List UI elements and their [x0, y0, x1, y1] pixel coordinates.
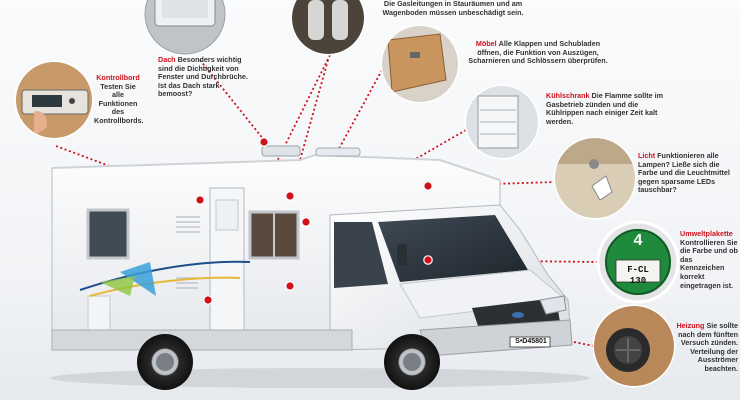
marker-dots: [195, 137, 433, 305]
umweltplakette-photo: [596, 220, 680, 304]
marker-umwelt: [423, 255, 433, 265]
callout-kuehlschrank-keyword: Kühlschrank: [546, 91, 590, 100]
callout-licht-keyword: Licht: [638, 151, 656, 160]
callout-licht-text: Funktionieren alle Lampen? Ließe sich di…: [638, 151, 730, 195]
marker-licht: [423, 181, 433, 191]
callout-umweltplakette-keyword: Umweltplakette: [680, 229, 733, 238]
callout-kontrollbord-text: Testen Sie alle Funktionen des Kontrollb…: [94, 81, 144, 125]
marker-heizung: [285, 281, 295, 291]
sticker-plate: F-CL 130: [627, 265, 649, 286]
marker-gas: [203, 295, 213, 305]
heizung-photo: [592, 304, 676, 388]
leader-moebel: [299, 69, 383, 221]
leader-stauraum: [289, 59, 329, 197]
sticker-number: 4: [633, 232, 643, 249]
kuehlschrank-photo: [464, 84, 540, 160]
kontrollbord-photo: [14, 60, 94, 140]
licht-photo: [553, 136, 637, 220]
callout-gas: Die Gasleitungen in Stauräumen und am Wa…: [368, 0, 538, 17]
callout-gas-text: Die Gasleitungen in Stauräumen und am Wa…: [382, 0, 524, 17]
leader-umwelt: [427, 259, 599, 263]
dach-photo: [143, 0, 227, 56]
callout-moebel: Möbel Alle Klappen und Schubladen öffnen…: [464, 39, 612, 66]
callout-heizung-text: Sie sollte nach dem fünften Versuch zünd…: [678, 321, 738, 373]
callout-kontrollbord-keyword: Kontrollbord: [96, 73, 140, 82]
callout-kuehlschrank-text: Die Flamme sollte im Gasbetrieb zünden u…: [546, 91, 664, 126]
marker-stauraum: [285, 191, 295, 201]
callout-heizung: Heizung Sie sollte nach dem fünften Vers…: [676, 321, 738, 374]
callout-moebel-keyword: Möbel: [475, 39, 497, 48]
moebel-photo: [380, 24, 460, 104]
callout-kontrollbord: Kontrollbord Testen Sie alle Funktionen …: [94, 73, 144, 126]
marker-kuehlschrank: [301, 217, 311, 227]
callout-umweltplakette: Umweltplakette Kontrollieren Sie die Far…: [680, 229, 738, 290]
callout-licht: Licht Funktionieren alle Lampen? Ließe s…: [638, 151, 730, 195]
motorhome: [50, 145, 590, 390]
callout-moebel-text: Alle Klappen und Schubladen öffnen, die …: [468, 39, 608, 66]
callout-heizung-keyword: Heizung: [676, 321, 705, 330]
callout-dach-text: Besonders wichtig sind die Dichtigkeit v…: [158, 55, 248, 99]
gas-photo: [290, 0, 366, 56]
marker-dach: [259, 137, 269, 147]
callout-kuehlschrank: Kühlschrank Die Flamme sollte im Gasbetr…: [546, 91, 666, 126]
callout-dach: Dach Besonders wichtig sind die Dichtigk…: [158, 55, 254, 99]
license-plate: S•D45801: [515, 338, 547, 345]
leader-dach: [199, 59, 265, 141]
callout-umweltplakette-text: Kontrollieren Sie die Farbe und ob das K…: [680, 237, 738, 290]
marker-kontrollbord: [195, 195, 205, 205]
callout-dach-keyword: Dach: [158, 55, 176, 64]
